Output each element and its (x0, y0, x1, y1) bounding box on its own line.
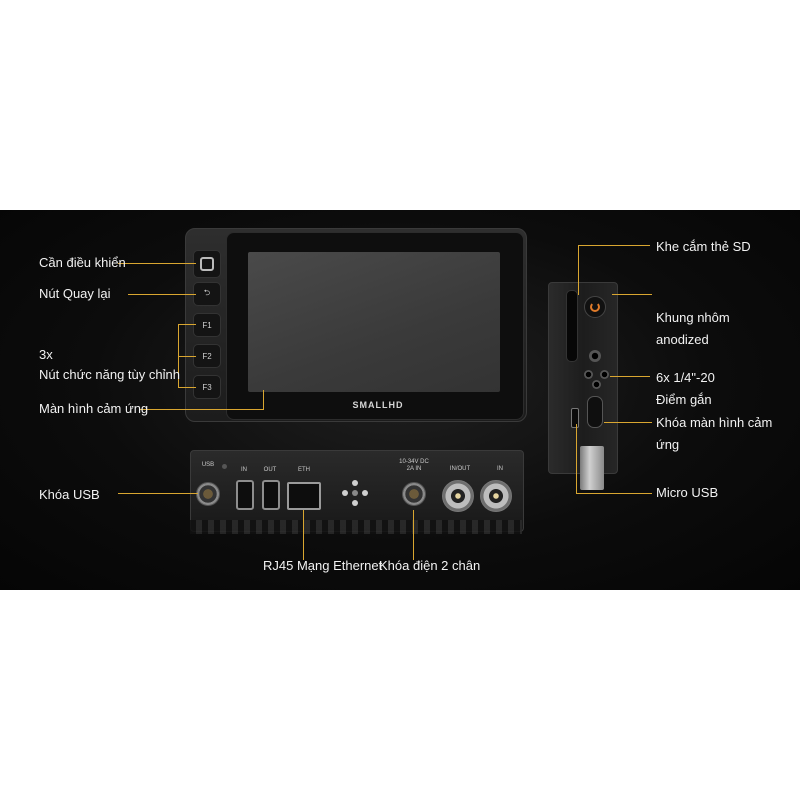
callout-line-sd (578, 245, 650, 246)
label-mount-2: Điểm gắn (656, 392, 712, 407)
label-function-count: 3x (39, 347, 53, 362)
label-aluminum-1: Khung nhôm (656, 310, 730, 325)
callout-line-joystick (118, 263, 196, 264)
back-icon: ⮌ (203, 288, 211, 297)
label-touch-lock-2: ứng (656, 437, 680, 452)
f3-label: F3 (202, 382, 212, 392)
label-joystick: Cần điều khiển (39, 255, 126, 270)
f3-button[interactable]: F3 (193, 375, 221, 399)
headphone-jack[interactable] (589, 350, 601, 362)
back-button[interactable]: ⮌ (193, 282, 221, 306)
joystick-icon (200, 257, 214, 271)
label-micro-usb: Micro USB (656, 485, 719, 500)
micro-usb-port[interactable] (571, 408, 579, 428)
dpad-left (342, 490, 348, 496)
callout-line-aluminum (612, 294, 652, 295)
label-rj45: RJ45 Mạng Ethernet (263, 558, 383, 573)
joystick-button[interactable] (193, 250, 221, 278)
cooling-fins (190, 520, 522, 534)
eth-label: ETH (298, 467, 310, 473)
dpad-center (352, 490, 358, 496)
mount-point-1 (584, 370, 593, 379)
usb-lock-connector[interactable] (196, 482, 220, 506)
label-touch-lock-1: Khóa màn hình cảm (656, 415, 773, 430)
power-lock-connector[interactable] (402, 482, 426, 506)
hdmi-in-label: IN (241, 467, 247, 473)
f1-label: F1 (202, 320, 212, 330)
callout-line-rj45 (303, 510, 304, 560)
dpad-up (352, 480, 358, 486)
label-usb-lock: Khóa USB (39, 487, 100, 502)
power-input-label: 10-34V DC 2A IN (399, 459, 429, 472)
brand-logo: SMALLHD (352, 400, 404, 410)
callout-line-micro-usb (576, 493, 652, 494)
mount-point-3 (592, 380, 601, 389)
sdi-in-label: IN (497, 466, 503, 472)
callout-line-mount (610, 376, 650, 377)
label-touchscreen: Màn hình cảm ứng (39, 401, 149, 416)
callout-line-f3 (178, 387, 196, 388)
label-function-buttons: Nút chức năng tùy chỉnh (39, 367, 180, 382)
hdmi-out-port[interactable] (262, 480, 280, 510)
callout-line-touchscreen (140, 409, 264, 410)
mount-point-2 (600, 370, 609, 379)
touchscreen[interactable] (248, 252, 500, 392)
sdi-in-out-label: IN/OUT (449, 466, 471, 472)
sd-card-slot[interactable] (566, 290, 578, 362)
callout-line-touchscreen-up (263, 390, 264, 410)
dpad-down (352, 500, 358, 506)
label-back-button: Nút Quay lại (39, 286, 111, 301)
ethernet-port[interactable] (287, 482, 321, 510)
label-power-lock: Khóa điện 2 chân (379, 558, 481, 573)
sdi-in-port[interactable] (480, 480, 512, 512)
label-sd-slot: Khe cắm thẻ SD (656, 239, 751, 254)
callout-line-power-lock (413, 510, 414, 560)
label-aluminum-2: anodized (656, 332, 709, 347)
callout-line-back (128, 294, 196, 295)
callout-line-sd-down (578, 245, 579, 295)
dpad-right (362, 490, 368, 496)
f2-label: F2 (202, 351, 212, 361)
label-mount-1: 6x 1/4"-20 (656, 370, 715, 385)
power-icon (590, 302, 600, 312)
callout-line-micro-usb-up (576, 424, 577, 494)
callout-line-f1 (178, 324, 196, 325)
callout-line-usb-lock (118, 493, 198, 494)
status-led (222, 464, 227, 469)
f1-button[interactable]: F1 (193, 313, 221, 337)
hdmi-in-port[interactable] (236, 480, 254, 510)
hdmi-out-label: OUT (263, 467, 277, 473)
usb-port-label: USB (201, 462, 215, 468)
callout-line-touch-lock (604, 422, 652, 423)
power-button[interactable] (584, 296, 606, 318)
diagram-stage: ⮌ F1 F2 F3 SMALLHD USB IN OUT ETH 10-34V… (0, 210, 800, 590)
side-bnc-connector (580, 446, 604, 490)
sdi-in-out-port[interactable] (442, 480, 474, 512)
callout-line-function (178, 356, 196, 357)
callout-bracket-function (178, 324, 179, 388)
f2-button[interactable]: F2 (193, 344, 221, 368)
touch-lock-switch[interactable] (587, 396, 603, 428)
